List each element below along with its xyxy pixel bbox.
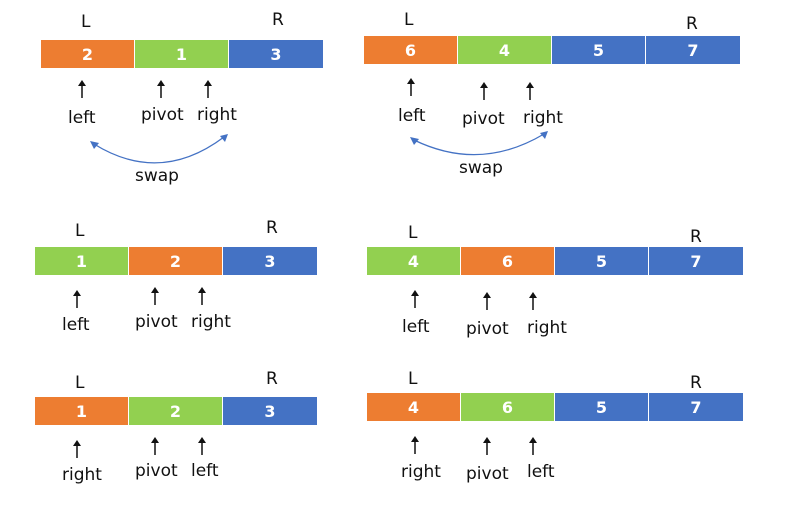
R-marker: R: [686, 14, 698, 34]
up-arrow-icon: [198, 437, 206, 455]
R-marker: R: [690, 227, 702, 247]
array-bar: 4 6 5 7: [367, 393, 743, 421]
swap-arrow: [410, 131, 548, 156]
array-cell: 4: [367, 247, 461, 275]
up-arrow-icon: [204, 80, 212, 98]
R-marker: R: [690, 373, 702, 393]
pointer-label: pivot: [135, 312, 178, 332]
pointer-label: pivot: [466, 464, 509, 484]
swap-label: swap: [135, 166, 179, 186]
array-cell: 2: [41, 40, 135, 68]
up-arrow-icon: [529, 437, 537, 455]
array-cell: 6: [364, 36, 458, 64]
swap-label: swap: [459, 158, 503, 178]
pointer-label: right: [197, 105, 237, 125]
up-arrow-icon: [480, 82, 488, 100]
up-arrow-icon: [526, 82, 534, 100]
array-bar: 1 2 3: [35, 397, 317, 425]
array-cell: 2: [129, 247, 223, 275]
L-marker: L: [75, 221, 85, 241]
R-marker: R: [266, 218, 278, 238]
pointer-label: right: [62, 465, 102, 485]
swap-arrow: [90, 134, 228, 164]
up-arrow-icon: [483, 437, 491, 455]
array-cell: 3: [229, 40, 323, 68]
array-cell: 5: [552, 36, 646, 64]
L-marker: L: [75, 373, 85, 393]
array-cell: 5: [555, 393, 649, 421]
array-cell: 7: [646, 36, 740, 64]
pointer-label: left: [62, 315, 90, 335]
pointer-label: left: [191, 461, 219, 481]
pointer-label: right: [401, 462, 441, 482]
array-bar: 4 6 5 7: [367, 247, 743, 275]
up-arrow-icon: [157, 80, 165, 98]
array-cell: 6: [461, 247, 555, 275]
array-cell: 3: [223, 397, 317, 425]
array-cell: 1: [35, 397, 129, 425]
array-cell: 2: [129, 397, 223, 425]
pointer-label: left: [402, 317, 430, 337]
array-cell: 5: [555, 247, 649, 275]
pointer-label: pivot: [141, 105, 184, 125]
pointer-label: left: [68, 108, 96, 128]
array-cell: 3: [223, 247, 317, 275]
array-cell: 1: [35, 247, 129, 275]
array-bar: 1 2 3: [35, 247, 317, 275]
up-arrow-icon: [78, 80, 86, 98]
array-cell: 1: [135, 40, 229, 68]
up-arrow-icon: [411, 436, 419, 454]
up-arrow-icon: [529, 292, 537, 310]
array-bar: 2 1 3: [41, 40, 323, 68]
up-arrow-icon: [407, 78, 415, 96]
up-arrow-icon: [483, 292, 491, 310]
array-cell: 7: [649, 247, 743, 275]
pointer-label: left: [527, 462, 555, 482]
up-arrow-icon: [151, 287, 159, 305]
L-marker: L: [408, 369, 418, 389]
R-marker: R: [266, 369, 278, 389]
pointer-label: right: [191, 312, 231, 332]
pointer-label: right: [523, 108, 563, 128]
L-marker: L: [404, 10, 414, 30]
L-marker: L: [81, 12, 91, 32]
R-marker: R: [272, 10, 284, 30]
up-arrow-icon: [198, 287, 206, 305]
array-cell: 4: [458, 36, 552, 64]
array-cell: 6: [461, 393, 555, 421]
pointer-label: pivot: [466, 319, 509, 339]
up-arrow-icon: [73, 290, 81, 308]
array-cell: 7: [649, 393, 743, 421]
pointer-label: right: [527, 318, 567, 338]
array-cell: 4: [367, 393, 461, 421]
pointer-label: pivot: [135, 461, 178, 481]
pointer-label: pivot: [462, 109, 505, 129]
up-arrow-icon: [411, 290, 419, 308]
pointer-label: left: [398, 106, 426, 126]
up-arrow-icon: [73, 440, 81, 458]
L-marker: L: [408, 223, 418, 243]
up-arrow-icon: [151, 437, 159, 455]
array-bar: 6 4 5 7: [364, 36, 740, 64]
